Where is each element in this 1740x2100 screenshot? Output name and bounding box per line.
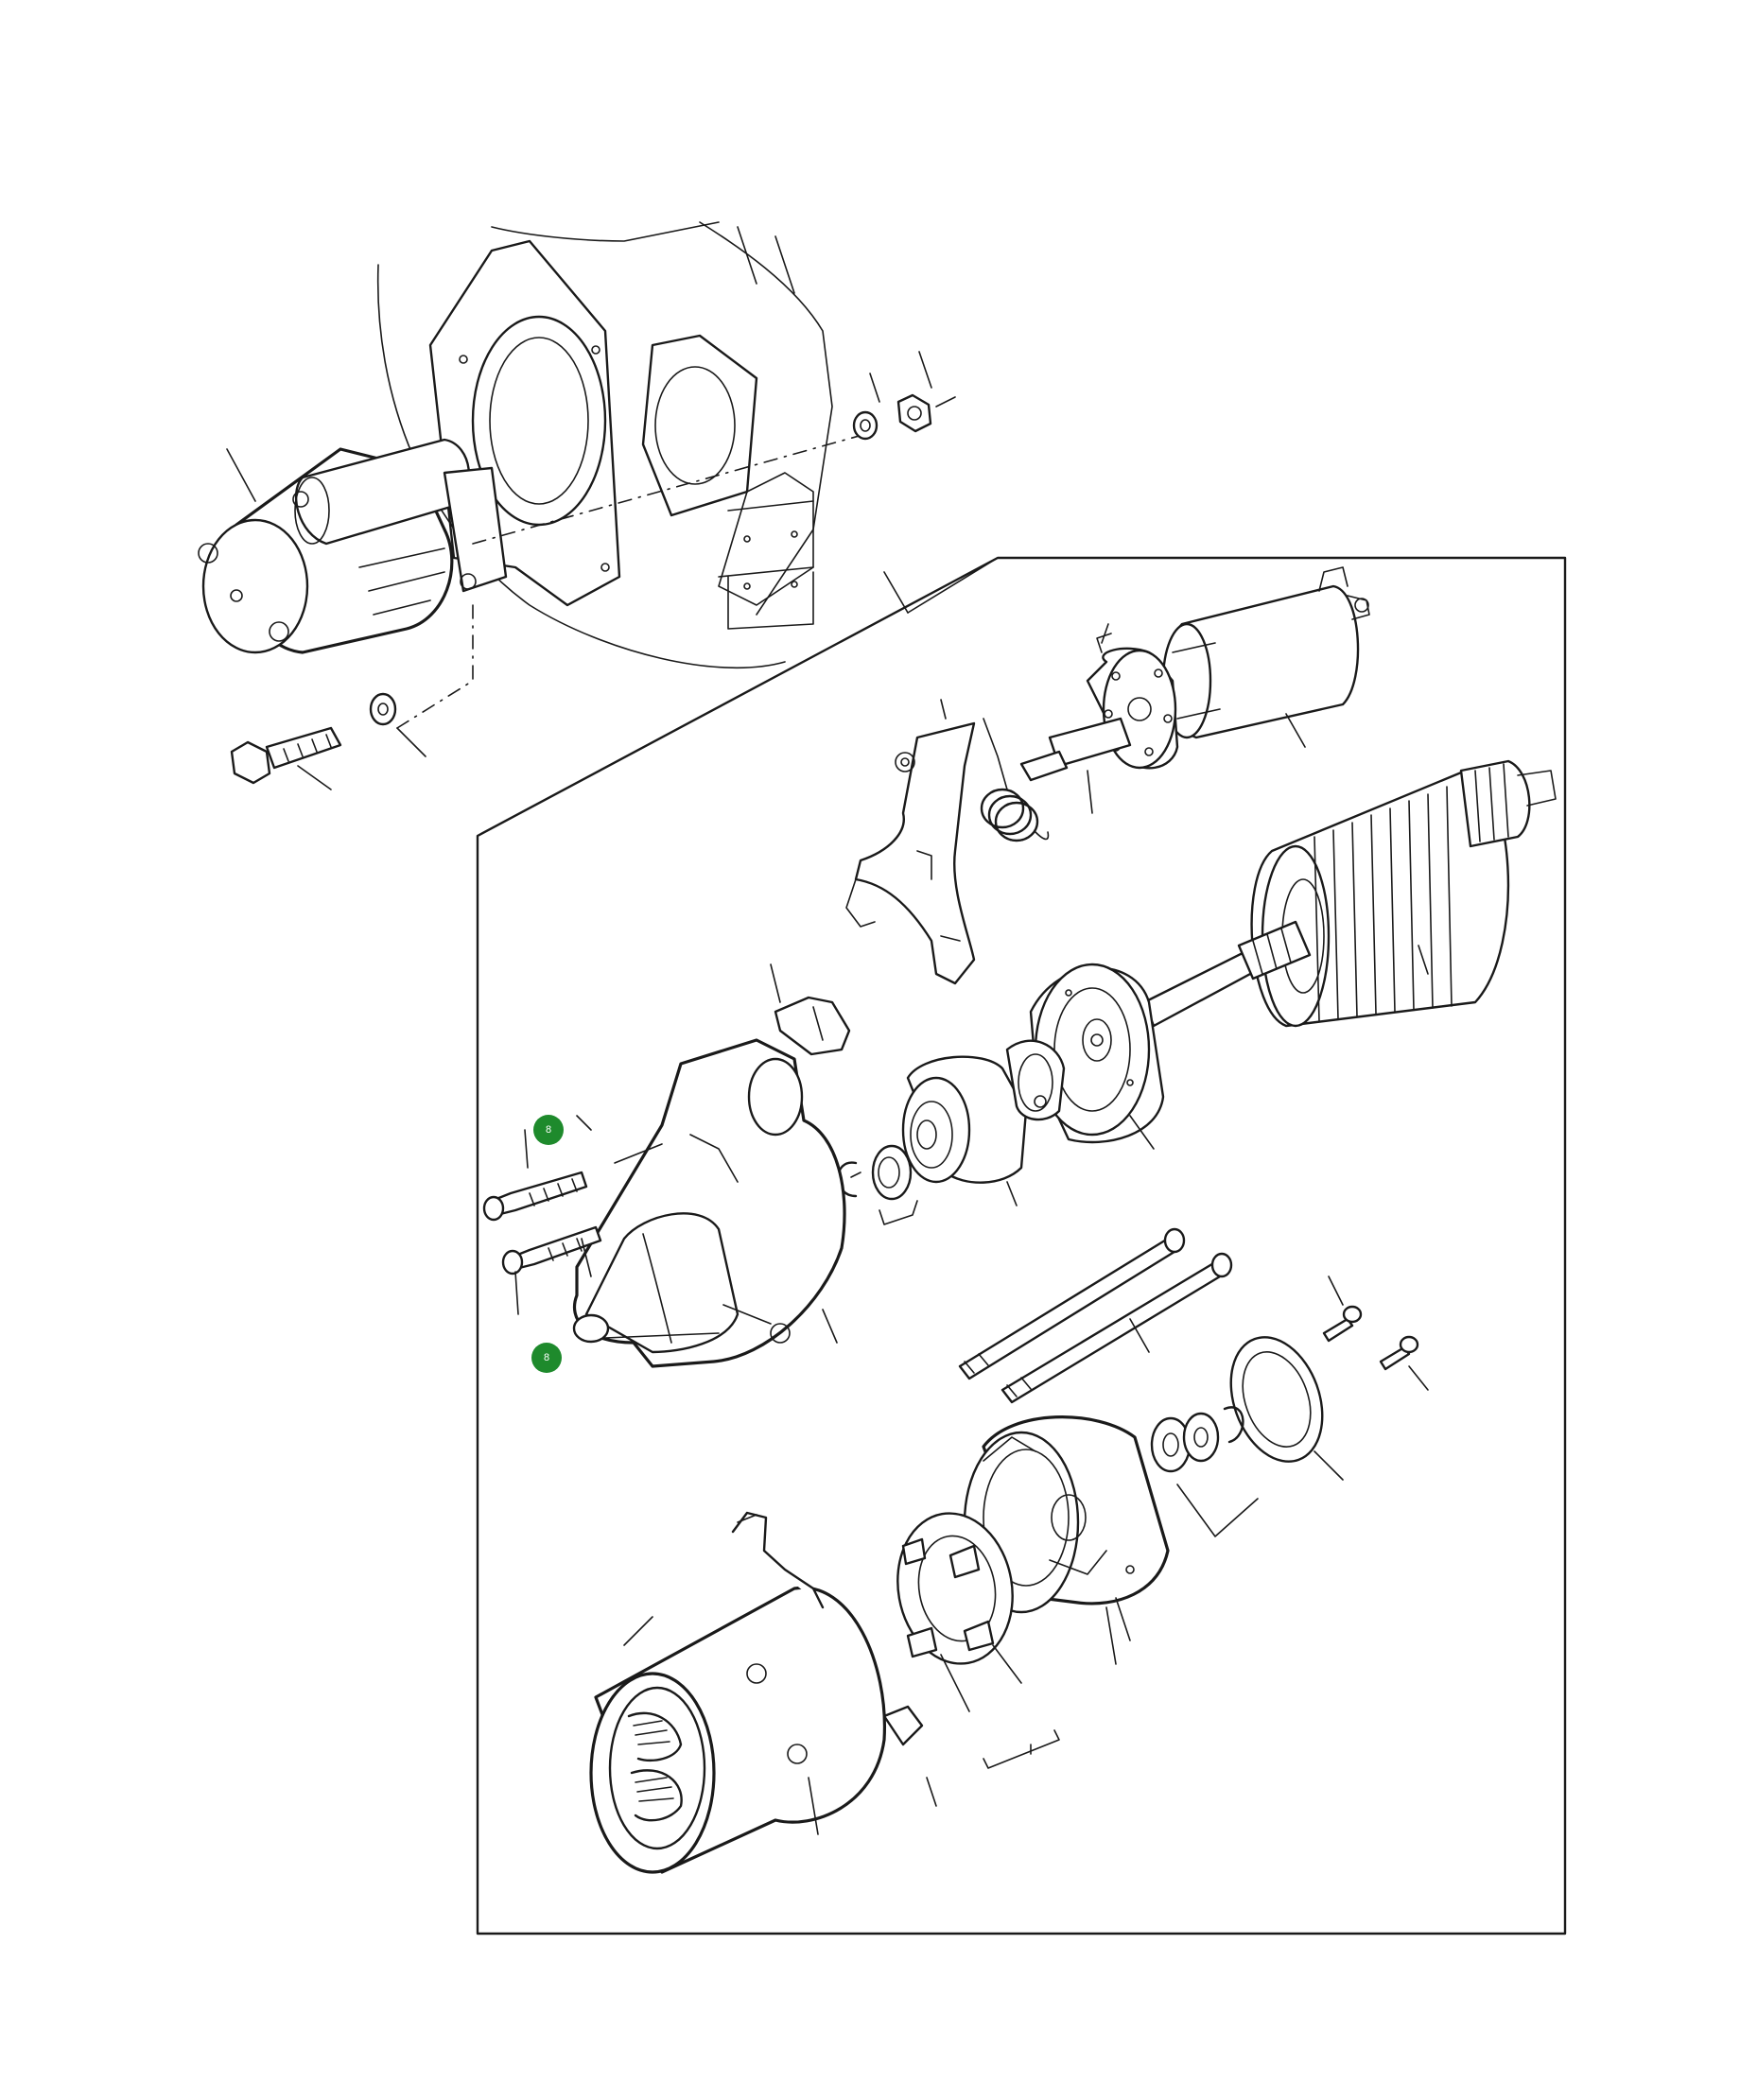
armature — [1142, 759, 1557, 1028]
end-cap-seal — [1229, 1336, 1344, 1481]
mounting-bolt-and-washer — [230, 692, 426, 790]
engagement-lever — [845, 721, 976, 985]
brush-plate — [896, 1512, 1060, 1769]
callout-marker-label: 8 — [544, 1352, 549, 1363]
return-spring — [940, 699, 1050, 842]
small-screws — [1322, 1276, 1429, 1391]
plunger-rod — [1019, 717, 1132, 814]
long-through-bolts — [958, 1227, 1233, 1404]
drive-end-bracket — [572, 1038, 846, 1368]
callout-marker-circle[interactable] — [531, 1343, 562, 1373]
callout-marker-circle[interactable] — [533, 1115, 564, 1145]
thrust-washers — [1150, 1406, 1259, 1537]
nut-and-washer-top — [852, 351, 956, 441]
exploded-view-frame — [476, 556, 1567, 1935]
bracket-bolts — [482, 1115, 602, 1315]
callout-marker-label: 8 — [546, 1124, 551, 1136]
intermediate-bracket — [1029, 963, 1165, 1150]
roller-clutch-drive — [901, 1039, 1066, 1206]
thrust-collar-and-circlip — [837, 1144, 918, 1225]
solenoid — [1161, 566, 1370, 748]
callout-marker-upper[interactable]: 8 — [533, 1115, 564, 1145]
installed-starter-motor — [198, 438, 508, 654]
callout-marker-lower[interactable]: 8 — [531, 1343, 562, 1373]
yoke-field-coil — [589, 1511, 937, 1874]
rubber-block — [770, 963, 851, 1056]
bellhousing-assembly — [376, 221, 833, 669]
